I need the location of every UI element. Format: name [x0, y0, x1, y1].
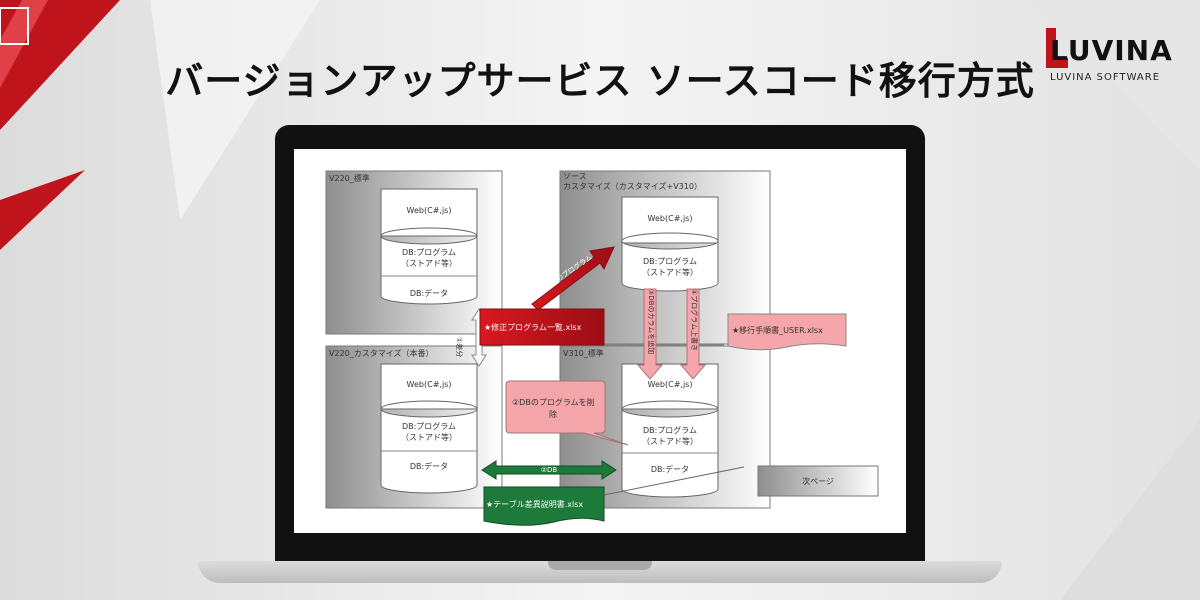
- note-table-diff: [483, 486, 605, 526]
- stack4-web-label: Web(C#,js): [647, 380, 693, 389]
- page-title: バージョンアップサービス ソースコード移行方式: [165, 59, 1035, 103]
- stack1-db-program-sub: （ストアド等）: [401, 259, 457, 268]
- next-page-box: [757, 465, 879, 497]
- migration-diagram: [325, 170, 879, 526]
- arrow-db-column-add-label: ③DBのカラムを追加: [647, 289, 655, 355]
- logo-subtitle: LUVINA SOFTWARE: [1050, 72, 1161, 83]
- label-source-custom: カスタマイズ（カスタマイズ+V310）: [563, 182, 702, 191]
- note-table-diff-label: ★テーブル差異説明書.xlsx: [486, 500, 584, 509]
- stack4-db-program-label: DB:プログラム: [642, 426, 698, 435]
- stack2-db-program-label: DB:プログラム: [401, 422, 457, 431]
- arrow-diff-label: ①差分: [455, 337, 463, 358]
- note-fix-list: [479, 308, 605, 346]
- note-migration-manual-label: ★移行手順書_USER.xlsx: [732, 326, 823, 335]
- stack3-db-cylinder: [621, 240, 719, 292]
- arrow-db: [481, 460, 617, 480]
- stack2-web-label: Web(C#,js): [406, 380, 452, 389]
- note-migration-manual: [727, 313, 847, 351]
- next-page-label: 次ページ: [802, 477, 834, 486]
- label-v220-standard: V220_標準: [329, 174, 370, 183]
- laptop-screen: V220_標準 V220_カスタマイズ（本番） ソース カスタマイズ（カスタマイ…: [294, 149, 906, 533]
- arrow-program-overwrite: [679, 288, 707, 380]
- note-fix-list-label: ★修正プログラム一覧.xlsx: [484, 323, 582, 332]
- arrow-db-column-add: [636, 288, 664, 380]
- stack2-db-program-sub: （ストアド等）: [401, 433, 457, 442]
- company-logo: LUVINA LUVINA SOFTWARE: [1040, 28, 1173, 88]
- arrow-program: [531, 246, 615, 311]
- label-source: ソース: [563, 172, 587, 181]
- arrow-program-overwrite-label: ④プログラム上書き: [690, 289, 698, 352]
- stack1-db-cylinder: [380, 235, 478, 305]
- stack1-db-program-label: DB:プログラム: [401, 248, 457, 257]
- label-v310-standard: V310_標準: [563, 349, 604, 358]
- stack3-db-program-label: DB:プログラム: [642, 257, 698, 266]
- logo-word: LUVINA: [1050, 34, 1173, 67]
- stack4-db-data-label: DB:データ: [650, 465, 690, 474]
- stack4-db-program-sub: （ストアド等）: [642, 437, 698, 446]
- stack1-db-data-label: DB:データ: [409, 289, 449, 298]
- arrow-db-label: ②DB: [540, 466, 558, 474]
- laptop-base: [198, 561, 1002, 583]
- logo-mark-icon: [1046, 28, 1068, 68]
- callout-delete: [505, 380, 629, 446]
- callout-delete-line1: ②DBのプログラムを削: [512, 398, 595, 407]
- label-v220-custom: V220_カスタマイズ（本番）: [329, 349, 434, 358]
- stack3-db-program-sub: （ストアド等）: [642, 268, 698, 277]
- stack1-web-label: Web(C#,js): [406, 206, 452, 215]
- stack2-db-data-label: DB:データ: [409, 462, 449, 471]
- stack3-web-label: Web(C#,js): [647, 214, 693, 223]
- callout-delete-line2: 除: [549, 410, 557, 419]
- laptop-notch: [548, 561, 652, 570]
